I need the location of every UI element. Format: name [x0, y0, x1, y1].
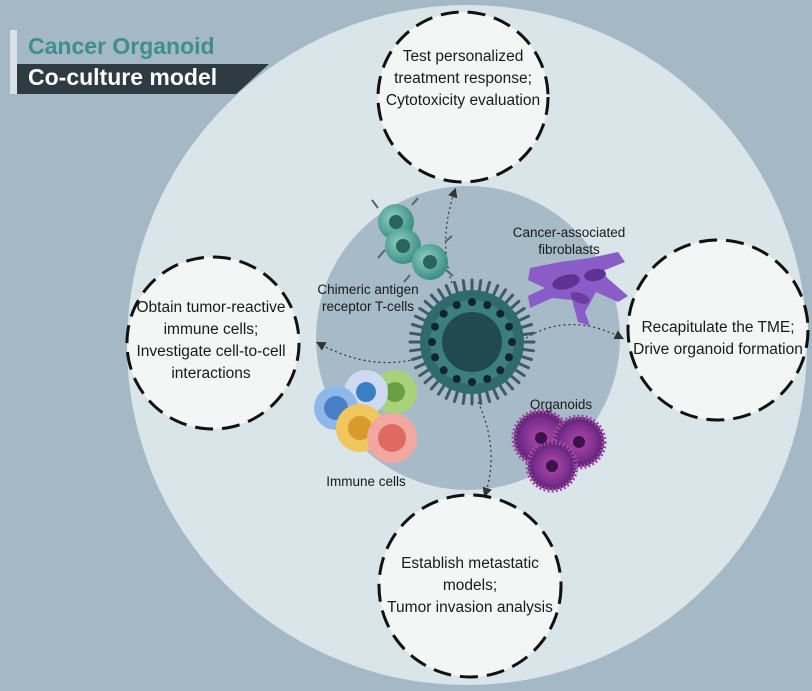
caf-label-line: fibroblasts — [538, 242, 600, 257]
car-t-label: Chimeric antigen receptor T-cells — [317, 281, 418, 315]
organoid-nucleus — [452, 375, 461, 383]
node-left-text: Obtain tumor-reactive immune cells; Inve… — [136, 297, 285, 385]
organoid-nucleus — [505, 353, 513, 362]
node-circle-left — [125, 255, 301, 431]
node-right-line: Drive organoid formation — [633, 341, 803, 358]
organoid-spike — [453, 281, 460, 296]
title-line-1: Cancer Organoid — [28, 33, 215, 59]
arrow-to-right — [509, 323, 625, 351]
node-top-line: treatment response; — [394, 70, 532, 87]
organoid-spike — [491, 386, 500, 400]
organoid-spike — [461, 390, 467, 405]
node-bottom-line: models; — [442, 577, 498, 594]
organoid-spike — [516, 314, 530, 323]
immune-cells-label: Immune cells — [326, 473, 406, 490]
organoid-spike — [437, 288, 447, 302]
node-circle-right — [626, 238, 810, 422]
node-bottom-line: Establish metastatic — [401, 555, 539, 572]
organoid-spike — [437, 382, 447, 396]
organoid-spike — [444, 284, 453, 298]
fibroblast-icon — [528, 252, 628, 326]
organoid-nucleus — [428, 338, 436, 346]
organoid-spike — [497, 288, 507, 302]
organoid-spike — [518, 354, 533, 361]
organoid-spike — [484, 281, 491, 296]
organoids-icon — [511, 408, 607, 493]
organoids-label: Organoids — [530, 396, 592, 413]
organoid-spike — [520, 347, 535, 353]
organoid-spike — [518, 323, 533, 330]
node-left-line: interactions — [171, 365, 251, 382]
organoid-spike — [411, 354, 426, 361]
node-top-line: Test personalized — [402, 48, 524, 65]
caf-label-line: Cancer-associated — [512, 225, 626, 240]
node-right-text: Recapitulate the TME; Drive organoid for… — [633, 317, 803, 361]
title-line-2: Co-culture model — [28, 64, 218, 90]
node-circle-bottom — [377, 493, 563, 679]
organoid-spike — [477, 279, 483, 294]
organoid-spike — [418, 307, 432, 317]
organoid-spike — [477, 390, 483, 405]
organoid-spike — [409, 347, 424, 353]
node-right-line: Recapitulate the TME; — [641, 319, 795, 336]
organoid-nucleus — [452, 301, 461, 309]
car-t-cells-icon — [371, 197, 454, 283]
node-left-line: immune cells; — [163, 321, 259, 338]
organoid-spike — [414, 361, 428, 370]
organoid-spike — [453, 388, 460, 403]
organoid-nucleus — [439, 366, 448, 375]
organoid-nucleus — [483, 375, 492, 383]
organoid-nucleus — [496, 366, 505, 375]
dotted-arrows — [315, 187, 625, 498]
tumor-organoid-icon — [408, 278, 536, 406]
organoid-spike — [512, 367, 526, 377]
organoid-spike — [414, 314, 428, 323]
organoid-nucleus — [508, 338, 516, 346]
organoid-nucleus — [505, 322, 513, 331]
organoid-spike — [516, 361, 530, 370]
organoid-nucleus — [431, 353, 439, 362]
organoid-spike — [520, 331, 535, 337]
organoid-nucleus — [468, 298, 476, 306]
organoid-spike — [491, 284, 500, 298]
organoid-spike — [497, 382, 507, 396]
caf-label: Cancer-associated fibroblasts — [513, 224, 626, 258]
organoid-spike — [461, 279, 467, 294]
car-t-label-line: Chimeric antigen — [317, 282, 419, 297]
node-top-text: Test personalized treatment response; Cy… — [386, 46, 540, 112]
node-bottom-text: Establish metastatic models; Tumor invas… — [387, 553, 553, 619]
organoid-nucleus — [431, 322, 439, 331]
organoid-spike — [418, 367, 432, 377]
node-left-line: Obtain tumor-reactive — [136, 299, 286, 316]
node-circle-top — [376, 10, 550, 184]
organoid-nucleus — [483, 301, 492, 309]
arrow-to-left — [315, 341, 421, 364]
organoid-spike — [484, 388, 491, 403]
immune-cells-icon — [314, 370, 417, 463]
title-accent-bar — [10, 30, 17, 94]
organoid-spike — [444, 386, 453, 400]
immune-cells-label-line: Immune cells — [326, 474, 406, 489]
organoid-nucleus — [496, 309, 505, 318]
arrow-to-bottom — [477, 401, 492, 498]
organoids-label-line: Organoids — [529, 397, 593, 412]
node-top-line: Cytotoxicity evaluation — [385, 92, 541, 109]
organoid-spike — [409, 331, 424, 337]
car-t-label-line: receptor T-cells — [321, 299, 415, 314]
node-bottom-line: Tumor invasion analysis — [387, 599, 553, 616]
organoid-spike — [512, 307, 526, 317]
organoid-spike — [411, 323, 426, 330]
organoid-nucleus — [468, 378, 476, 386]
arrow-to-top — [445, 187, 458, 284]
title-banner — [17, 64, 269, 94]
node-left-line: Investigate cell-to-cell — [136, 343, 286, 360]
organoid-nucleus — [439, 309, 448, 318]
